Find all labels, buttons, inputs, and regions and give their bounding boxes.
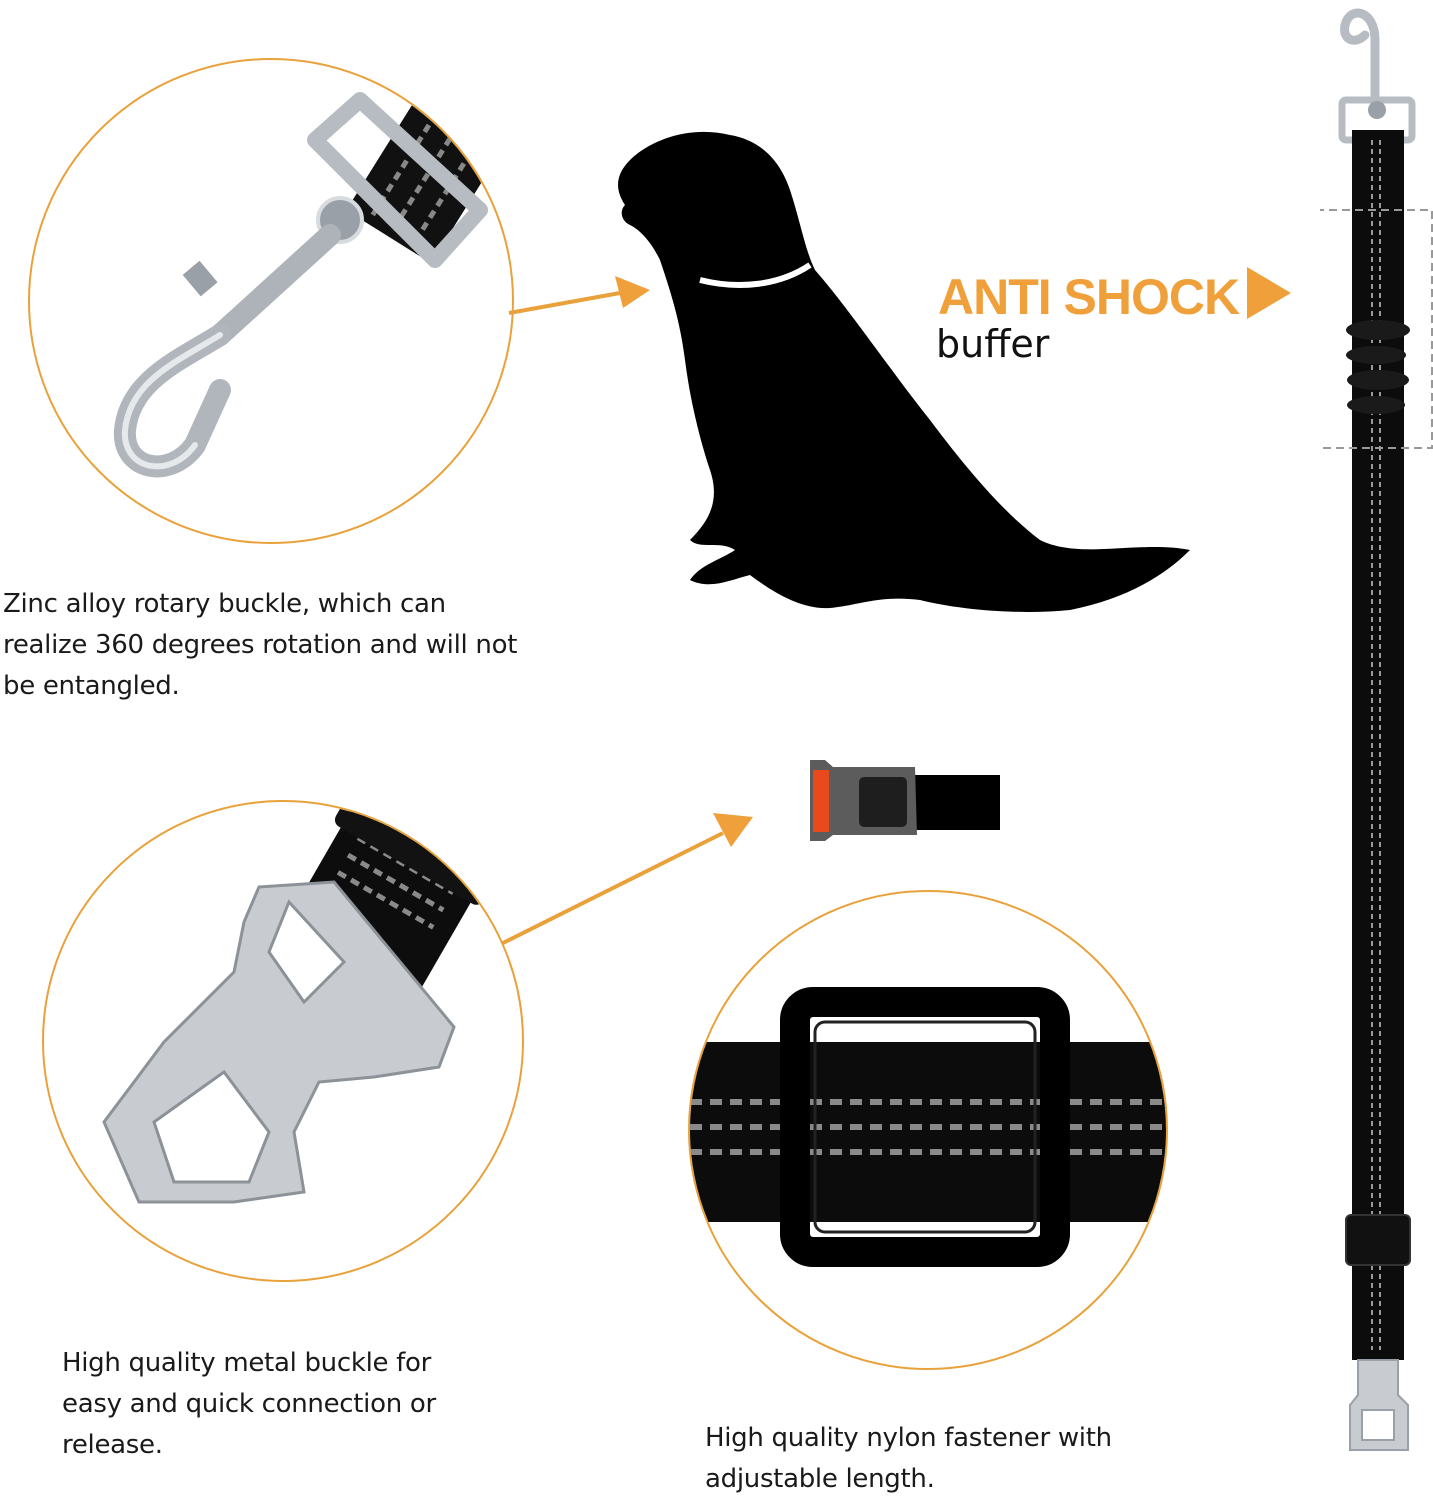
collar <box>699 262 812 288</box>
metal-tongue-illustration <box>102 802 497 1204</box>
caption-line: release. <box>62 1430 163 1460</box>
caption-line: High quality nylon fastener with <box>705 1423 1112 1453</box>
rotary-buckle-circle <box>28 58 514 544</box>
rotary-buckle-caption: Zinc alloy rotary buckle, which can real… <box>3 584 517 707</box>
buckle-clip-illustration <box>810 760 1000 841</box>
snap-hook-illustration <box>113 86 507 478</box>
arrow-to-buckle-icon <box>498 813 753 947</box>
caption-line: realize 360 degrees rotation and will no… <box>3 630 518 660</box>
metal-buckle-caption: High quality metal buckle for easy and q… <box>62 1343 436 1466</box>
caption-line: High quality metal buckle for <box>62 1348 432 1378</box>
caption-line: be entangled. <box>3 671 180 701</box>
nylon-fastener-caption: High quality nylon fastener with adjusta… <box>705 1418 1112 1500</box>
anti-shock-subtitle: buffer <box>936 322 1050 366</box>
nylon-fastener-circle <box>688 890 1168 1370</box>
nylon-strap-illustration <box>690 987 1166 1267</box>
metal-buckle-circle <box>42 800 524 1282</box>
anti-shock-title: ANTI SHOCK <box>938 269 1240 325</box>
caption-line: adjustable length. <box>705 1464 935 1494</box>
triangle-right-icon <box>1247 267 1291 319</box>
caption-line: easy and quick connection or <box>62 1389 436 1419</box>
leash-illustration <box>1320 8 1433 1451</box>
caption-line: Zinc alloy rotary buckle, which can <box>3 589 446 619</box>
arrow-to-dog-icon <box>508 276 650 315</box>
dog-silhouette-icon <box>618 131 1190 612</box>
